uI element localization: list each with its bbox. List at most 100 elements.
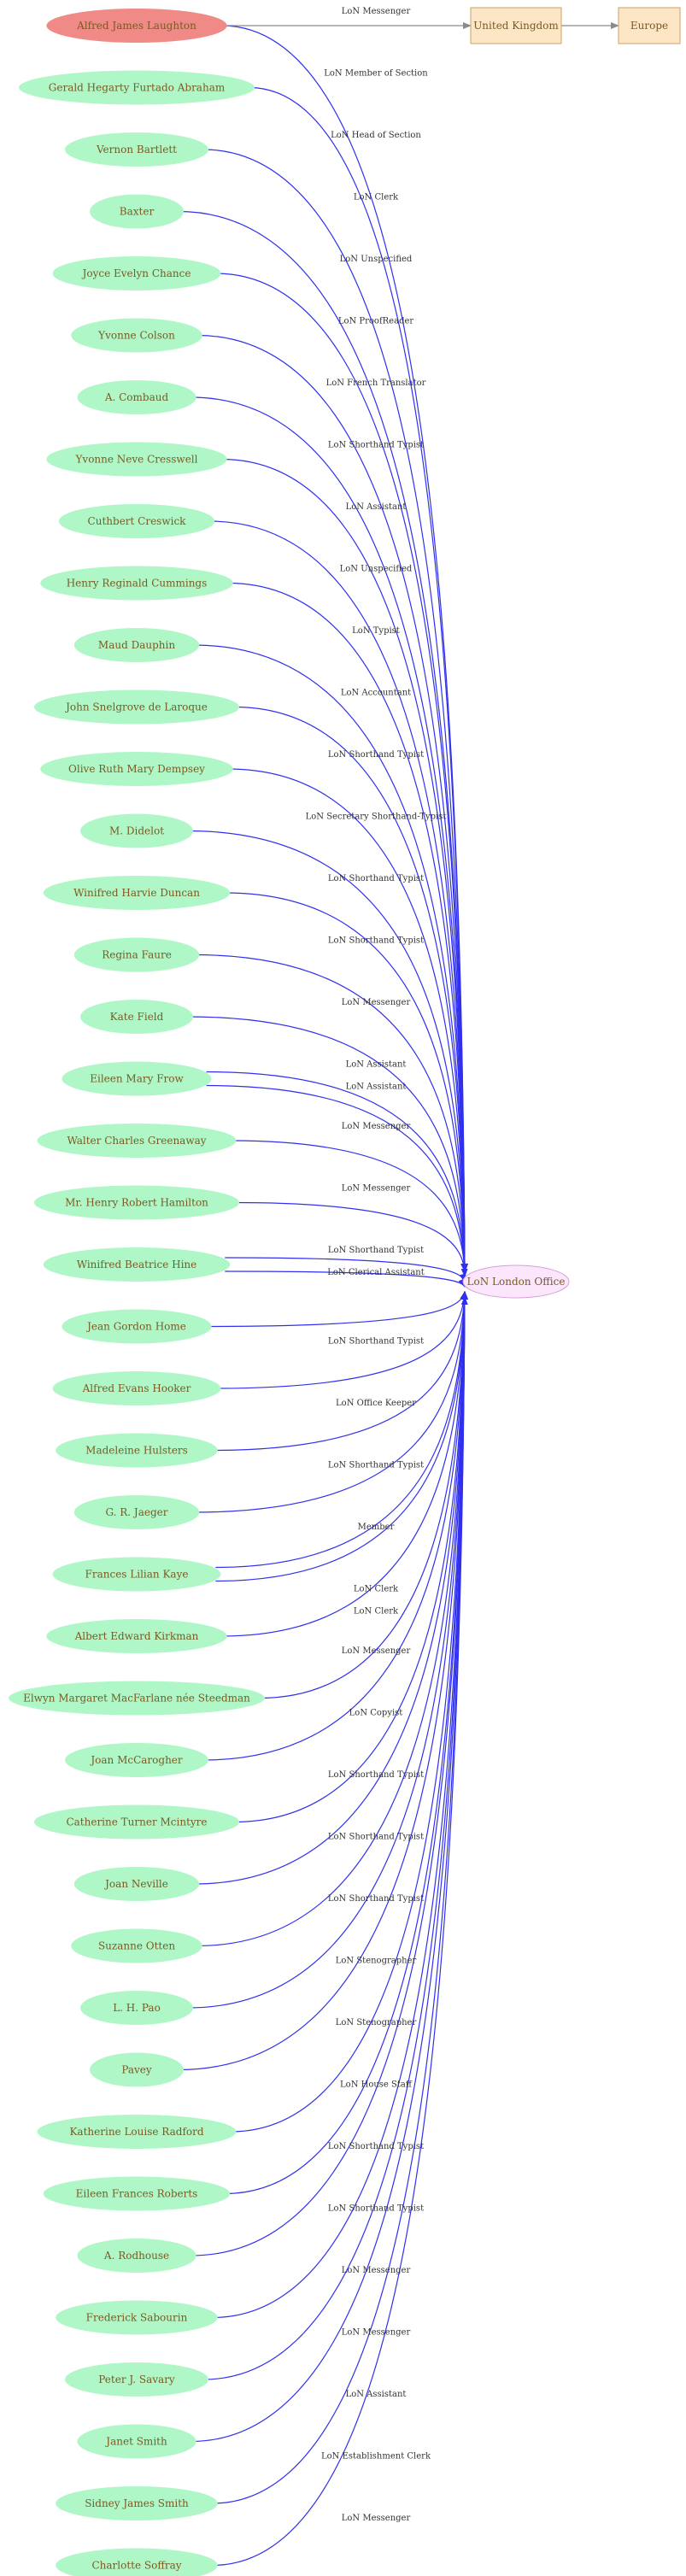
edge-label-mr-henry-robert-hamilton: LoN Messenger	[342, 1184, 411, 1194]
person-node-joan-mccarogher[interactable]: Joan McCarogher	[65, 1743, 208, 1777]
edge-winifred-harvie-duncan	[225, 892, 468, 1272]
person-node-joan-neville[interactable]: Joan Neville	[73, 1867, 200, 1901]
person-node-joyce-evelyn-chance[interactable]: Joyce Evelyn Chance	[52, 256, 221, 290]
edge-albert-edward-kirkman	[221, 1291, 468, 1637]
edge-label-maud-dauphin: LoN Typist	[352, 626, 400, 636]
person-node-shape	[46, 1619, 227, 1653]
person-node-katherine-louise-radford[interactable]: Katherine Louise Radford	[37, 2115, 237, 2149]
edge-label-alfred-james-laughton: LoN Messenger	[342, 7, 411, 16]
edge-label-alfred-evans-hooker: LoN Office Keeper	[336, 1399, 416, 1408]
person-name: Regina Faure	[102, 949, 172, 961]
org-node-united-kingdom[interactable]: United Kingdom	[470, 7, 562, 44]
edge-label-g-r-jaeger: Member	[358, 1523, 395, 1532]
person-node-frederick-sabourin[interactable]: Frederick Sabourin	[56, 2300, 218, 2335]
person-node-yvonne-colson[interactable]: Yvonne Colson	[71, 318, 202, 353]
person-node-m-didelot[interactable]: M. Didelot	[80, 813, 193, 848]
person-node-mr-henry-robert-hamilton[interactable]: Mr. Henry Robert Hamilton	[34, 1185, 239, 1220]
edge-eileen-mary-frow-2	[206, 1084, 468, 1277]
person-node-shape	[65, 2362, 208, 2397]
edge-label-peter-j-savary: LoN Assistant	[346, 2390, 407, 2399]
person-node-janet-smith[interactable]: Janet Smith	[77, 2424, 196, 2459]
person-name: Albert Edward Kirkman	[74, 1630, 199, 1642]
person-node-shape	[43, 2176, 231, 2211]
edge-joyce-evelyn-chance	[215, 273, 468, 1272]
person-name: Kate Field	[110, 1011, 164, 1023]
edge-label-winifred-beatrice-hine-1: LoN Shorthand Typist	[328, 1246, 424, 1255]
person-node-shape	[34, 1185, 239, 1220]
person-node-eileen-frances-roberts[interactable]: Eileen Frances Roberts	[43, 2176, 231, 2211]
person-node-madeleine-hulsters[interactable]: Madeleine Hulsters	[56, 1433, 218, 1468]
person-node-henry-reginald-cummings[interactable]: Henry Reginald Cummings	[40, 566, 233, 601]
person-node-sidney-james-smith[interactable]: Sidney James Smith	[56, 2486, 218, 2520]
person-name: Olive Ruth Mary Dempsey	[68, 763, 205, 775]
person-node-shape	[34, 689, 239, 725]
person-name: L. H. Pao	[113, 2002, 161, 2014]
person-name: Elwyn Margaret MacFarlane née Steedman	[23, 1693, 250, 1705]
person-node-alfred-evans-hooker[interactable]: Alfred Evans Hooker	[52, 1371, 221, 1405]
edge-label-madeleine-hulsters: LoN Shorthand Typist	[328, 1461, 424, 1470]
edge-madeleine-hulsters	[212, 1291, 468, 1452]
person-node-elwyn-margaret-macfarlane-n-e-steedman[interactable]: Elwyn Margaret MacFarlane née Steedman	[9, 1681, 265, 1716]
org-node-shape	[618, 7, 681, 44]
person-node-shape	[43, 876, 231, 910]
edge-catherine-turner-mcintyre	[233, 1291, 468, 1823]
edge-label-albert-edward-kirkman: LoN Messenger	[342, 1646, 411, 1656]
person-node-shape	[80, 1991, 193, 2025]
person-node-shape	[71, 1928, 202, 1963]
org-node-europe[interactable]: Europe	[618, 7, 681, 44]
person-node-winifred-beatrice-hine[interactable]: Winifred Beatrice Hine	[43, 1247, 231, 1282]
office-node-lon-london-office[interactable]: LoN London Office	[462, 1265, 570, 1299]
edge-yvonne-neve-cresswell	[221, 458, 468, 1272]
edge-label-olive-ruth-mary-dempsey: LoN Shorthand Typist	[328, 750, 424, 760]
person-node-yvonne-neve-cresswell[interactable]: Yvonne Neve Cresswell	[46, 442, 227, 477]
person-node-cuthbert-creswick[interactable]: Cuthbert Creswick	[58, 504, 215, 538]
person-node-a-rodhouse[interactable]: A. Rodhouse	[77, 2239, 196, 2273]
person-name: Janet Smith	[104, 2436, 167, 2448]
person-node-peter-j-savary[interactable]: Peter J. Savary	[65, 2362, 208, 2397]
person-node-charlotte-soffray[interactable]: Charlotte Soffray	[56, 2548, 218, 2576]
person-node-jean-gordon-home[interactable]: Jean Gordon Home	[62, 1309, 212, 1344]
person-node-gerald-hegarty-furtado-abraham[interactable]: Gerald Hegarty Furtado Abraham	[19, 70, 255, 105]
person-name: Joan McCarogher	[89, 1754, 183, 1766]
edge-label-frances-lilian-kaye-2: LoN Clerk	[354, 1607, 399, 1617]
edge-label-regina-faure: LoN Shorthand Typist	[328, 936, 424, 946]
person-node-suzanne-otten[interactable]: Suzanne Otten	[71, 1928, 202, 1963]
edge-label-l-h-pao: LoN Stenographer	[336, 2018, 417, 2027]
person-name: Eileen Mary Frow	[90, 1073, 184, 1085]
edge-alfred-james-laughton	[221, 25, 468, 1272]
edge-frances-lilian-kaye-2	[215, 1296, 468, 1582]
person-node-regina-faure[interactable]: Regina Faure	[73, 937, 200, 972]
person-node-walter-charles-greenaway[interactable]: Walter Charles Greenaway	[37, 1124, 237, 1158]
person-name: Yvonne Colson	[97, 330, 175, 342]
edge-label-eileen-mary-frow-1: LoN Assistant	[346, 1060, 407, 1070]
person-node-a-combaud[interactable]: A. Combaud	[77, 380, 196, 414]
person-node-albert-edward-kirkman[interactable]: Albert Edward Kirkman	[46, 1619, 227, 1653]
person-node-olive-ruth-mary-dempsey[interactable]: Olive Ruth Mary Dempsey	[40, 752, 233, 786]
edge-label-katherine-louise-radford: LoN Shorthand Typist	[328, 2142, 424, 2151]
person-node-g-r-jaeger[interactable]: G. R. Jaeger	[73, 1495, 200, 1529]
person-node-john-snelgrove-de-laroque[interactable]: John Snelgrove de Laroque	[34, 689, 239, 725]
person-node-shape	[43, 1247, 231, 1282]
edge-jean-gordon-home	[206, 1291, 467, 1328]
person-node-frances-lilian-kaye[interactable]: Frances Lilian Kaye	[52, 1557, 221, 1592]
person-node-baxter[interactable]: Baxter	[90, 194, 184, 229]
person-node-kate-field[interactable]: Kate Field	[80, 1000, 193, 1034]
person-node-alfred-james-laughton[interactable]: Alfred James Laughton	[46, 9, 227, 43]
edge-label-suzanne-otten: LoN Stenographer	[336, 1957, 417, 1966]
person-node-eileen-mary-frow[interactable]: Eileen Mary Frow	[62, 1061, 212, 1096]
person-node-catherine-turner-mcintyre[interactable]: Catherine Turner Mcintyre	[34, 1804, 239, 1840]
person-name: John Snelgrove de Laroque	[64, 701, 208, 713]
person-node-winifred-harvie-duncan[interactable]: Winifred Harvie Duncan	[43, 876, 231, 910]
person-name: Yvonne Neve Cresswell	[75, 454, 198, 466]
person-node-maud-dauphin[interactable]: Maud Dauphin	[73, 628, 200, 662]
person-name: Suzanne Otten	[98, 1940, 175, 1952]
person-name: Maud Dauphin	[98, 639, 175, 651]
edge-charlotte-soffray	[212, 1291, 468, 2567]
person-name: Vernon Bartlett	[96, 144, 177, 155]
person-node-vernon-bartlett[interactable]: Vernon Bartlett	[65, 132, 208, 167]
person-node-pavey[interactable]: Pavey	[90, 2052, 184, 2087]
person-node-l-h-pao[interactable]: L. H. Pao	[80, 1991, 193, 2025]
person-name: Jean Gordon Home	[85, 1321, 186, 1333]
edge-henry-reginald-cummings	[227, 582, 468, 1272]
edge-label-john-snelgrove-de-laroque: LoN Accountant	[341, 689, 411, 698]
